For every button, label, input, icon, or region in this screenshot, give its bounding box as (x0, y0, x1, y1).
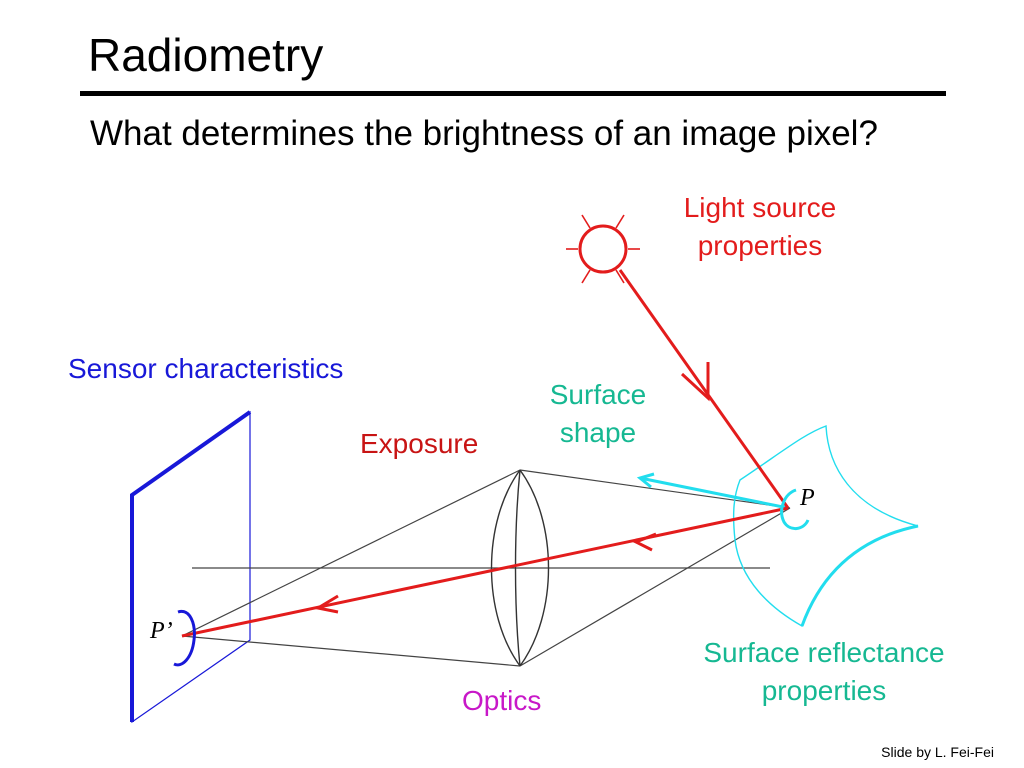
sensor-plane (131, 410, 251, 724)
projection-lines (181, 469, 791, 667)
lens (490, 469, 550, 667)
sensor-characteristics-label: Sensor characteristics (68, 353, 344, 384)
incident-light-ray (618, 269, 790, 509)
point-p-prime-label: P’ (149, 618, 173, 644)
surface-patch (732, 425, 919, 628)
surface-normal-arrow (636, 472, 789, 510)
light-source-icon (566, 214, 640, 284)
slide-title: Radiometry (88, 29, 324, 81)
bullet-question: What determines the brightness of an ima… (90, 114, 878, 153)
point-p-label: P (799, 485, 815, 511)
sensor-plane-edge (130, 410, 252, 722)
slide-credit: Slide by L. Fei-Fei (881, 744, 994, 760)
reflected-light-ray (181, 506, 789, 638)
title-underline (80, 91, 946, 96)
surface-shape-label: Surface shape (549, 379, 647, 448)
point-p-prime-marker (173, 609, 196, 667)
optics-label: Optics (462, 685, 542, 716)
point-p-marker (780, 488, 810, 530)
exposure-label: Exposure (360, 428, 479, 459)
light-source-properties-label: Light source properties (683, 192, 837, 261)
surface-reflectance-label: Surface reflectance properties (703, 637, 945, 706)
